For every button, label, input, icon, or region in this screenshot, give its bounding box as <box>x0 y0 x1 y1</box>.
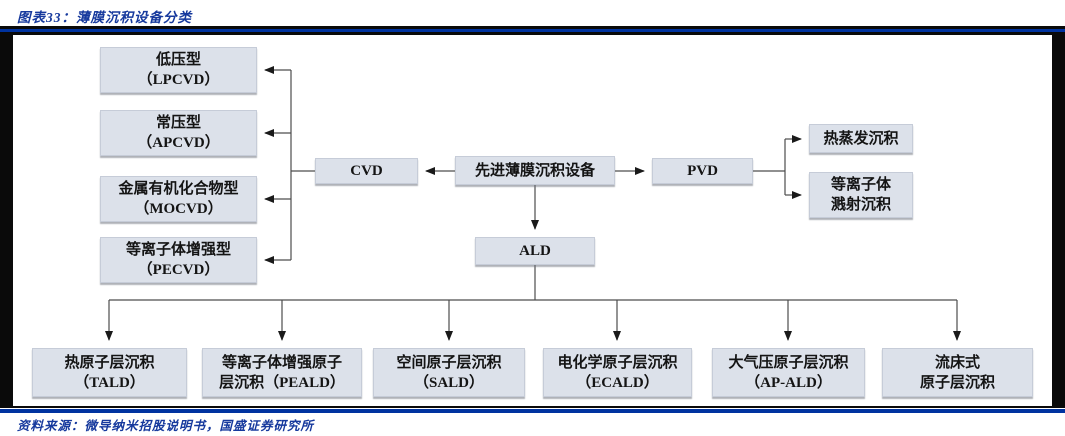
node-cvd-label: CVD <box>350 163 383 179</box>
node-pecvd-line1: 等离子体增强型 <box>125 242 231 258</box>
node-lpcvd: 低压型 （LPCVD） <box>100 47 257 93</box>
node-ecald: 电化学原子层沉积 （ECALD） <box>543 348 692 397</box>
node-tald: 热原子层沉积 （TALD） <box>32 348 187 397</box>
source-note: 资料来源：微导纳米招股说明书，国盛证券研究所 <box>17 419 315 433</box>
source-divider <box>0 409 1065 413</box>
node-lpcvd-line2: （LPCVD） <box>137 72 220 88</box>
node-fluidized-bed: 流床式 原子层沉积 <box>882 348 1033 397</box>
node-ald-label: ALD <box>519 243 551 259</box>
node-pvd-label: PVD <box>687 163 718 179</box>
top-black-line <box>0 26 1065 29</box>
node-apcvd-line1: 常压型 <box>155 115 201 131</box>
node-plasma-sputtering-line1: 等离子体 <box>830 177 891 193</box>
node-tald-line1: 热原子层沉积 <box>64 354 155 371</box>
node-peald-line1: 等离子体增强原子 <box>221 354 342 371</box>
node-ecald-line1: 电化学原子层沉积 <box>557 354 678 371</box>
node-sald-line1: 空间原子层沉积 <box>396 354 502 371</box>
node-ecald-line2: （ECALD） <box>576 374 659 391</box>
node-root-label: 先进薄膜沉积设备 <box>474 162 595 179</box>
diagram-frame <box>0 32 1065 408</box>
node-fluidized-bed-line1: 流床式 <box>934 354 980 371</box>
node-cvd: CVD <box>315 158 418 184</box>
node-plasma-sputtering-line2: 溅射沉积 <box>830 197 891 213</box>
node-pecvd: 等离子体增强型 （PECVD） <box>100 237 257 283</box>
node-apcvd: 常压型 （APCVD） <box>100 110 257 156</box>
node-thermal-evaporation: 热蒸发沉积 <box>809 124 913 153</box>
node-mocvd: 金属有机化合物型 （MOCVD） <box>100 176 257 222</box>
node-pvd: PVD <box>652 158 753 184</box>
node-root: 先进薄膜沉积设备 <box>455 156 615 185</box>
node-thermal-evaporation-line1: 热蒸发沉积 <box>823 130 899 147</box>
node-lpcvd-line1: 低压型 <box>155 52 201 68</box>
node-ap-ald: 大气压原子层沉积 （AP-ALD） <box>712 348 865 397</box>
node-sald-line2: （SALD） <box>413 374 484 391</box>
node-tald-line2: （TALD） <box>74 374 145 391</box>
node-peald-line2: 层沉积（PEALD） <box>219 374 345 391</box>
node-mocvd-line1: 金属有机化合物型 <box>118 181 239 197</box>
figure-title: 图表33：薄膜沉积设备分类 <box>17 10 192 25</box>
node-pecvd-line2: （PECVD） <box>137 262 220 278</box>
node-plasma-sputtering: 等离子体 溅射沉积 <box>809 172 913 218</box>
node-sald: 空间原子层沉积 （SALD） <box>373 348 525 397</box>
node-fluidized-bed-line2: 原子层沉积 <box>919 374 995 391</box>
title-divider <box>0 29 1065 32</box>
node-apcvd-line2: （APCVD） <box>137 135 220 151</box>
node-ald: ALD <box>475 237 595 265</box>
node-ap-ald-line1: 大气压原子层沉积 <box>728 354 849 371</box>
node-peald: 等离子体增强原子 层沉积（PEALD） <box>202 348 362 397</box>
node-ap-ald-line2: （AP-ALD） <box>745 374 832 391</box>
node-mocvd-line2: （MOCVD） <box>134 201 223 217</box>
